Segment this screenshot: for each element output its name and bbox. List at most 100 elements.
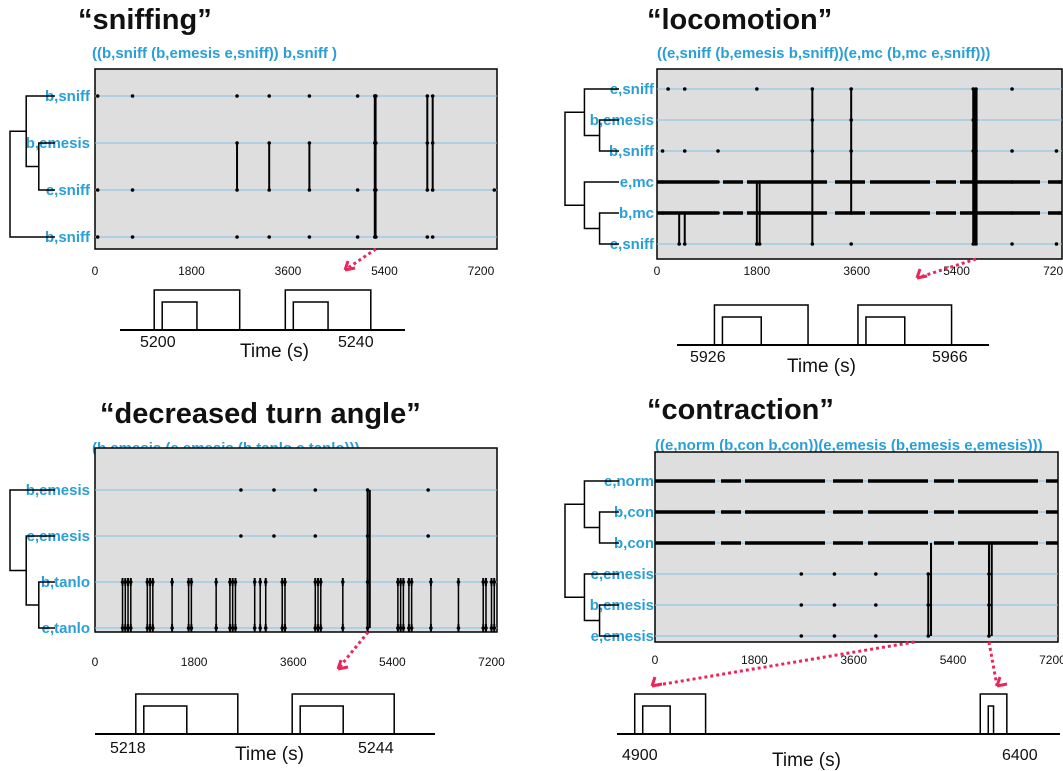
event-mark — [235, 94, 239, 98]
event-mark — [426, 534, 430, 538]
row-label: e,mc — [620, 174, 654, 191]
zoom-arrow — [916, 257, 977, 280]
zoom-arrow-head — [336, 659, 349, 671]
event-mark — [95, 94, 100, 98]
event-mark — [1010, 180, 1014, 184]
zoom-arrow — [651, 640, 915, 688]
chart-title: “locomotion” — [647, 4, 833, 36]
zoom-arrow — [344, 247, 377, 272]
row-label: b,emesis — [590, 112, 654, 129]
zoom-dendrogram — [987, 705, 995, 734]
chart-title: “sniffing” — [78, 4, 212, 36]
zoom-arrow-head — [650, 676, 663, 688]
row-label: e,norm — [604, 473, 654, 490]
event-mark — [666, 87, 670, 91]
row-label: e,sniff — [610, 81, 655, 98]
row-label: b,con — [614, 504, 654, 521]
row-label: e,emesis — [27, 528, 90, 545]
dendrogram-branch — [583, 181, 619, 230]
row-label: b,emesis — [590, 597, 654, 614]
zoom-dendrogram — [292, 301, 329, 330]
event-mark — [799, 603, 804, 607]
event-mark — [832, 603, 837, 607]
zoom-xlabel: Time (s) — [235, 744, 304, 765]
zoom-tick-label: 5966 — [932, 349, 968, 366]
event-mark — [682, 149, 687, 153]
dendrogram-branch — [583, 88, 619, 137]
zoom-arrow-head — [343, 260, 356, 272]
row-label: b,mc — [619, 205, 654, 222]
x-tick-label: 3600 — [275, 264, 302, 278]
event-mark — [1010, 87, 1014, 91]
event-mark — [355, 188, 360, 192]
event-mark — [1010, 211, 1014, 215]
chart-subtitle: ((e,sniff (b,emesis b,sniff))(e,mc (b,mc… — [657, 45, 991, 62]
row-label: e,sniff — [610, 236, 655, 253]
chart-title: “decreased turn angle” — [100, 398, 421, 430]
event-mark — [874, 634, 878, 638]
dendrogram-branch — [583, 573, 619, 622]
event-mark — [716, 180, 720, 184]
event-mark — [307, 94, 312, 98]
event-mark — [239, 488, 243, 492]
event-mark — [660, 149, 665, 153]
event-mark — [849, 242, 853, 246]
event-mark — [130, 235, 135, 239]
event-mark — [430, 235, 435, 239]
plot-area — [94, 68, 498, 250]
x-tick-label: 5400 — [943, 264, 970, 278]
zoom-arrow — [336, 631, 370, 670]
event-mark — [755, 87, 759, 91]
zoom-dendrogram — [641, 705, 671, 734]
event-mark — [1057, 180, 1062, 184]
row-label: b,emesis — [26, 135, 90, 152]
x-tick-label: 0 — [652, 653, 659, 667]
row-label: b,con — [614, 535, 654, 552]
dendrogram-branch — [25, 535, 55, 606]
panel-contraction: “contraction” ((e,norm (b,con b,con))(e,… — [532, 386, 1063, 771]
x-tick-label: 3600 — [840, 653, 867, 667]
row-label: e,emesis — [591, 628, 654, 645]
x-tick-label: 3600 — [280, 655, 307, 669]
zoom-dendrogram — [713, 304, 809, 345]
zoom-tick-label: 6400 — [1002, 747, 1038, 764]
zoom-dendrogram — [857, 304, 953, 345]
event-mark — [1010, 242, 1014, 246]
event-mark — [1054, 242, 1059, 246]
event-mark — [874, 603, 878, 607]
event-mark — [682, 87, 687, 91]
chart-contraction: e,norm b,con b,con e,emesis b,emesis e,emesis… — [564, 451, 1063, 771]
event-mark — [95, 235, 100, 239]
event-mark — [799, 572, 804, 576]
event-mark — [95, 188, 100, 192]
zoom-xlabel: Time (s) — [240, 341, 309, 362]
panel-locomotion: “locomotion” ((e,sniff (b,emesis b,sniff… — [532, 0, 1063, 385]
plot-area — [656, 68, 1063, 260]
zoom-xlabel: Time (s) — [772, 750, 841, 771]
dendrogram-branch — [564, 111, 585, 206]
event-mark — [239, 534, 243, 538]
zoom-dendrogram — [135, 693, 239, 734]
dendrogram-branch — [583, 480, 619, 529]
dendrogram-branch — [9, 130, 55, 238]
x-tick-label: 1800 — [181, 655, 208, 669]
zoom-dendrogram — [284, 289, 372, 330]
x-tick-label: 0 — [92, 655, 99, 669]
x-tick-label: 3600 — [843, 264, 870, 278]
zoom-xlabel: Time (s) — [787, 356, 856, 377]
x-tick-label: 7200 — [478, 655, 505, 669]
event-mark — [130, 188, 135, 192]
event-mark — [313, 488, 318, 492]
x-tick-label: 5400 — [371, 264, 398, 278]
panel-sniffing: “sniffing” ((b,sniff (b,emesis e,sniff))… — [0, 0, 530, 385]
x-tick-label: 5400 — [379, 655, 406, 669]
row-label: e,tanlo — [42, 620, 90, 637]
event-mark — [660, 180, 665, 184]
x-tick-label: 5400 — [940, 653, 967, 667]
event-mark — [272, 488, 276, 492]
row-label: e,emesis — [591, 566, 654, 583]
event-mark — [832, 634, 837, 638]
event-mark — [425, 235, 430, 239]
zoom-tick-label: 5244 — [358, 740, 394, 757]
